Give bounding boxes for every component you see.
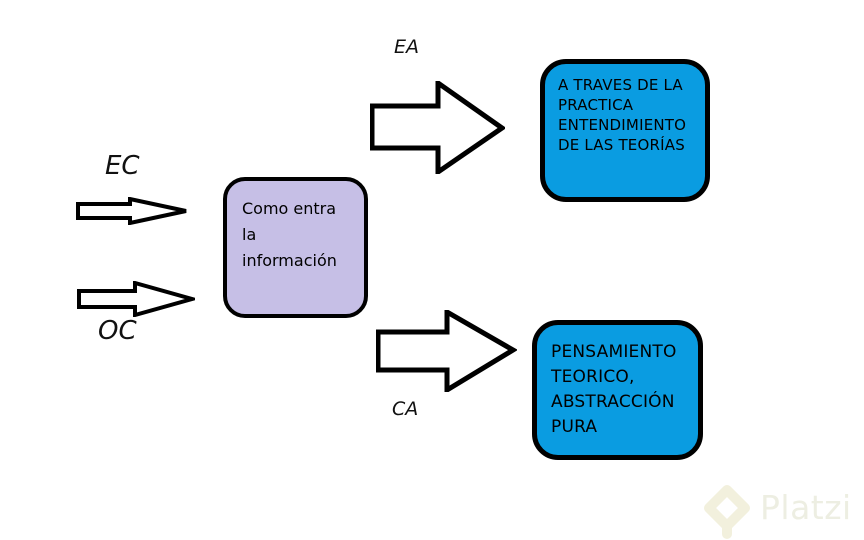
node-ca-line: ABSTRACCIÓN	[551, 392, 675, 412]
label-ca: CA	[392, 398, 419, 420]
arrow-ea-icon	[370, 81, 505, 174]
label-oc: OC	[98, 316, 137, 346]
platzi-logo-icon	[704, 485, 750, 539]
node-ea-line: DE LAS TEORÍAS	[558, 136, 685, 154]
node-input-line: la	[242, 225, 257, 244]
node-ca-line: TEORICO,	[551, 367, 635, 387]
node-ea-result: A TRAVES DE LA PRACTICA ENTENDIMIENTO DE…	[540, 59, 710, 202]
arrow-ca-icon	[376, 310, 517, 392]
platzi-watermark: Platzi	[703, 483, 852, 539]
node-input-line: Como entra	[242, 199, 337, 218]
node-input: Como entra la información	[223, 177, 368, 318]
platzi-wordmark: Platzi	[760, 488, 852, 527]
node-ea-line: PRACTICA	[558, 96, 634, 114]
label-ea: EA	[394, 36, 420, 58]
label-ec: EC	[105, 151, 140, 181]
node-ea-line: A TRAVES DE LA	[558, 76, 683, 94]
arrow-oc-icon	[77, 281, 195, 317]
node-ca-result: PENSAMIENTO TEORICO, ABSTRACCIÓN PURA	[532, 320, 703, 460]
node-ca-line: PENSAMIENTO	[551, 342, 677, 362]
node-ca-line: PURA	[551, 417, 598, 437]
node-ea-line: ENTENDIMIENTO	[558, 116, 687, 134]
arrow-ec-icon	[76, 197, 187, 225]
node-input-line: información	[242, 251, 337, 270]
